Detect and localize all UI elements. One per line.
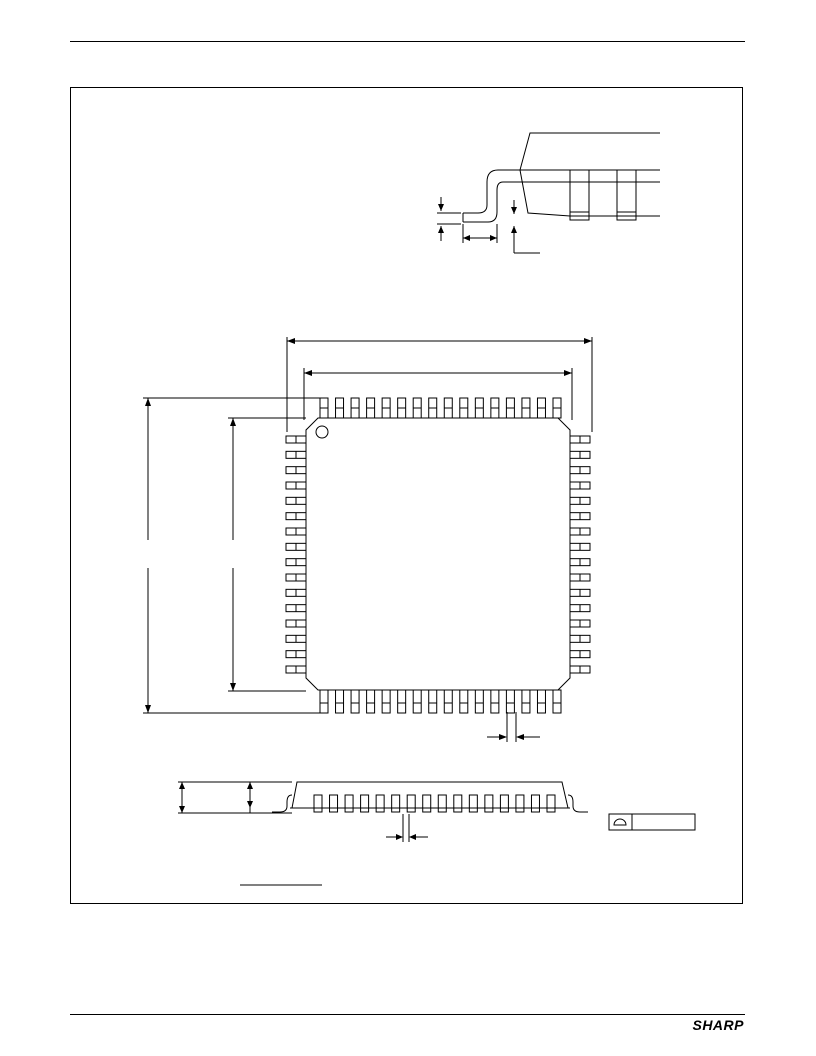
pin-bottom: [381, 689, 391, 714]
sharp-logo: SHARP: [692, 1017, 744, 1033]
pin-bottom: [490, 689, 500, 714]
pin-side: [344, 794, 354, 813]
pin-bottom: [505, 689, 515, 714]
pin-pitch-dimension: [487, 712, 540, 742]
pins-bottom: [319, 689, 562, 714]
pin-bottom: [335, 689, 345, 714]
pin-side: [499, 794, 509, 813]
pin-side: [313, 794, 323, 813]
pin-side: [375, 794, 385, 813]
pin-bottom: [536, 689, 546, 714]
pin-bottom: [397, 689, 407, 714]
height-dimensions: [143, 397, 320, 714]
pin-bottom: [443, 689, 453, 714]
pin-side: [515, 794, 525, 813]
pin-bottom: [552, 689, 562, 714]
pin-bottom: [428, 689, 438, 714]
pin-bottom: [366, 689, 376, 714]
lead-detail-view: [437, 132, 660, 254]
pin-bottom: [459, 689, 469, 714]
pin-side: [422, 794, 432, 813]
pin-bottom: [521, 689, 531, 714]
pin-side: [530, 794, 540, 813]
pin-bottom: [350, 689, 360, 714]
pin-side: [329, 794, 339, 813]
pin-side: [453, 794, 463, 813]
width-dimensions: [286, 337, 593, 432]
pin-bottom: [412, 689, 422, 714]
side-view: [178, 781, 588, 842]
footer-rule: [70, 1014, 745, 1015]
pin-side: [484, 794, 494, 813]
header-rule: [70, 41, 745, 42]
pin-bottom: [474, 689, 484, 714]
package-body: [305, 417, 571, 691]
pin-side: [437, 794, 447, 813]
pin-side: [546, 794, 556, 813]
pin-bottom: [319, 689, 329, 714]
pin1-marker: [315, 425, 329, 439]
pin-side: [391, 794, 401, 813]
projection-symbol-icon: [608, 813, 696, 831]
pin-side: [360, 794, 370, 813]
pins-top: [319, 397, 562, 419]
pins-right: [569, 435, 591, 674]
pin-side: [406, 794, 416, 813]
pins-left: [285, 435, 307, 674]
package-outline-frame: [70, 87, 743, 904]
pin-side: [468, 794, 478, 813]
